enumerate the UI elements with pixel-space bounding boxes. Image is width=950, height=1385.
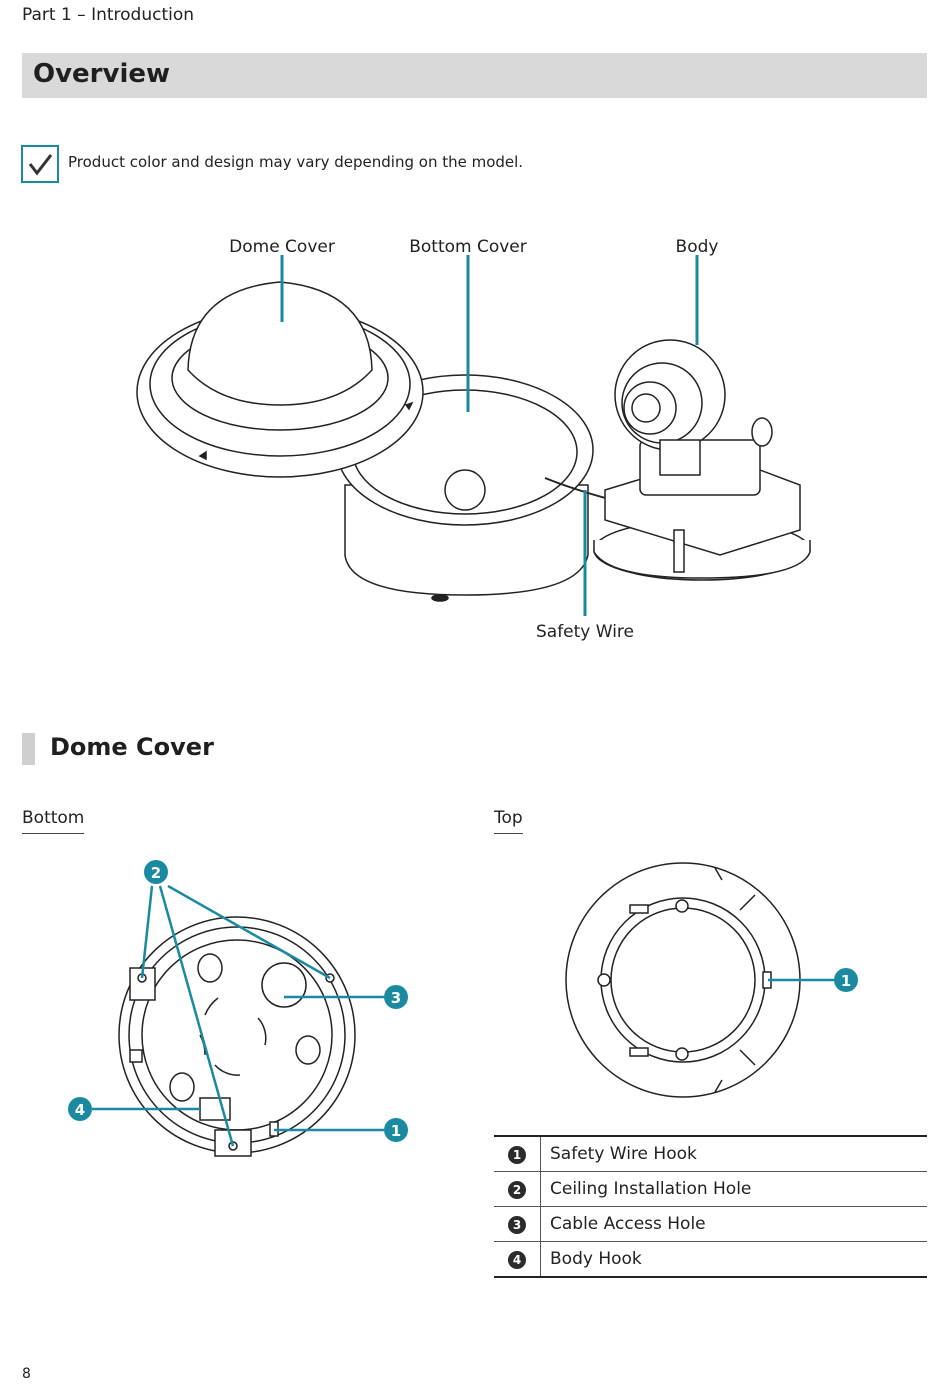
callout-body: Body	[676, 237, 719, 257]
section-header-bar: Overview	[22, 53, 927, 98]
breadcrumb: Part 1 – Introduction	[22, 5, 195, 25]
marker-2: 2	[144, 860, 168, 884]
overview-illustration: Dome Cover Bottom Cover Body Safety Wire	[136, 237, 811, 642]
parts-table: 1 Safety Wire Hook 2 Ceiling Installatio…	[494, 1135, 927, 1278]
note-text: Product color and design may vary depend…	[68, 153, 524, 171]
top-view-label: Top	[494, 808, 523, 834]
marker-1: 1	[384, 1118, 408, 1142]
marker-top-1: 1	[834, 968, 858, 992]
dome-cover-drawing	[136, 281, 424, 478]
checkmark-note-icon	[21, 145, 59, 183]
row-number-badge: 1	[508, 1146, 526, 1164]
marker-line-2c	[167, 884, 331, 980]
callout-bottom-cover: Bottom Cover	[409, 237, 527, 257]
bottom-view-drawing	[118, 916, 356, 1157]
table-row: 1 Safety Wire Hook	[494, 1135, 927, 1172]
svg-text:4: 4	[75, 1101, 85, 1119]
part-label: Body Hook	[540, 1241, 927, 1278]
top-view-drawing	[565, 862, 801, 1098]
subsection-marker	[22, 733, 35, 765]
table-row: 2 Ceiling Installation Hole	[494, 1171, 927, 1207]
top-view-illustration: 1	[565, 862, 858, 1098]
bottom-view-illustration: 2 3 4 1	[68, 860, 408, 1157]
row-number-badge: 3	[508, 1216, 526, 1234]
marker-line-2b	[158, 885, 235, 1147]
callout-dome-cover: Dome Cover	[229, 237, 335, 257]
part-label: Safety Wire Hook	[540, 1135, 927, 1172]
marker-3: 3	[384, 985, 408, 1009]
page-title: Overview	[33, 59, 171, 89]
page-number: 8	[22, 1366, 31, 1382]
part-label: Ceiling Installation Hole	[540, 1171, 927, 1207]
row-number-badge: 4	[508, 1251, 526, 1269]
row-number-badge: 2	[508, 1181, 526, 1199]
marker-line-2a	[140, 885, 154, 979]
svg-text:2: 2	[151, 864, 161, 882]
subsection-title: Dome Cover	[50, 733, 214, 761]
bottom-view-label: Bottom	[22, 808, 85, 834]
body-drawing	[593, 339, 811, 581]
svg-text:3: 3	[391, 989, 401, 1007]
callout-safety-wire: Safety Wire	[536, 622, 634, 642]
svg-text:1: 1	[391, 1122, 401, 1140]
svg-text:1: 1	[841, 972, 851, 990]
part-label: Cable Access Hole	[540, 1206, 927, 1242]
table-row: 3 Cable Access Hole	[494, 1206, 927, 1242]
table-row: 4 Body Hook	[494, 1241, 927, 1278]
marker-4: 4	[68, 1097, 92, 1121]
